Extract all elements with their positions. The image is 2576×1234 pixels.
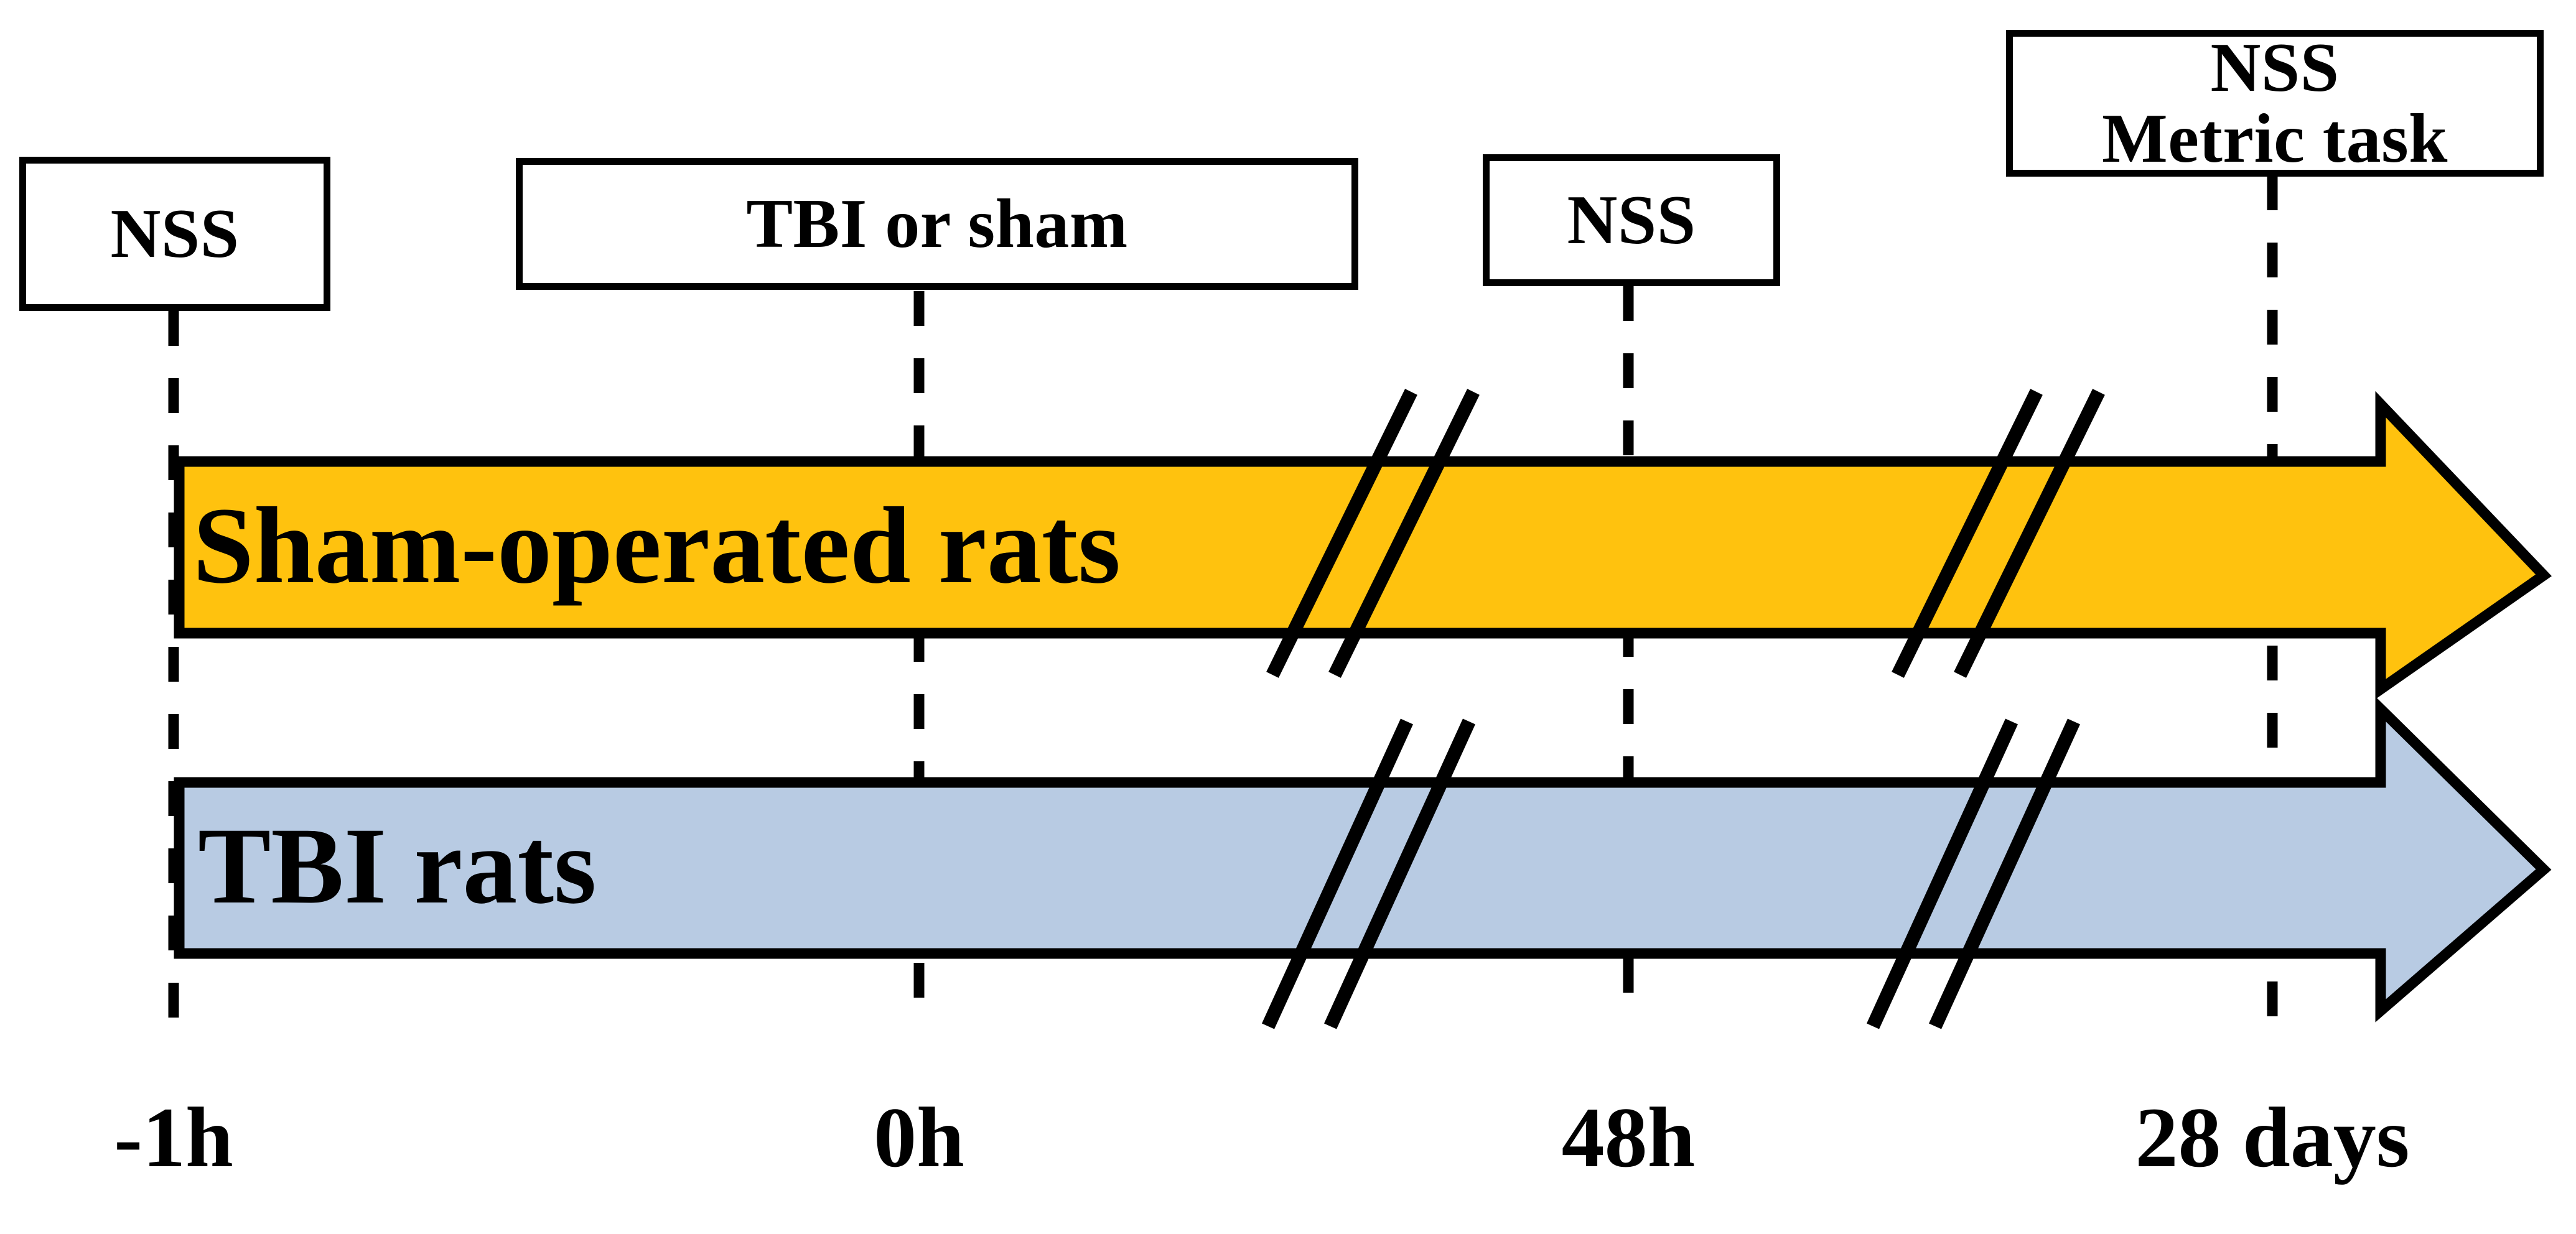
event-box-nss-48h[interactable]: NSS: [1483, 154, 1780, 286]
event-box-nss-baseline-line1: NSS: [110, 195, 240, 272]
time-label-minus1h: -1h: [114, 1090, 233, 1185]
event-box-tbi-or-sham-line1: TBI or sham: [746, 185, 1128, 262]
event-box-tbi-or-sham[interactable]: TBI or sham: [516, 158, 1358, 290]
event-box-nss-baseline[interactable]: NSS: [19, 157, 330, 311]
event-box-nss-metric-task-line1: NSS: [2210, 29, 2340, 106]
time-label-28days: 28 days: [2135, 1090, 2410, 1185]
event-box-nss-metric-task-line2: Metric task: [2102, 100, 2448, 177]
break-mark-tbi-2: [1866, 718, 2081, 1029]
sham-operated-arrow: [174, 391, 2552, 700]
break-mark-tbi-1: [1261, 718, 1476, 1029]
break-mark-sham-1: [1266, 389, 1480, 678]
break-mark-sham-2: [1892, 389, 2105, 678]
axis-break-marks: [1261, 389, 2105, 1029]
time-label-0h: 0h: [874, 1090, 964, 1185]
tbi-rats-label: TBI rats: [198, 805, 597, 927]
tbi-rats-arrow: [174, 696, 2552, 1023]
sham-operated-rats-label: Sham-operated rats: [193, 485, 1121, 606]
time-label-48h: 48h: [1561, 1090, 1696, 1185]
event-box-nss-48h-line1: NSS: [1567, 181, 1696, 259]
event-box-nss-metric-task[interactable]: NSS Metric task: [2006, 30, 2544, 177]
